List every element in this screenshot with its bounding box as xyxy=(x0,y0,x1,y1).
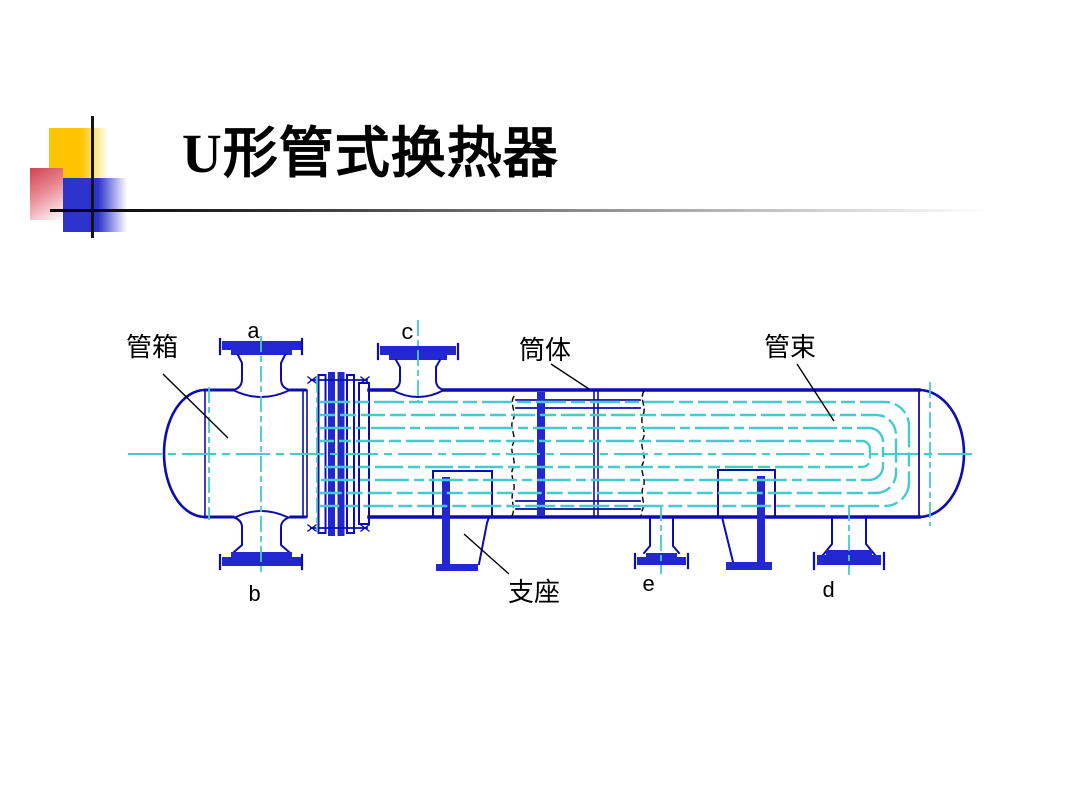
leader-tube-bundle xyxy=(796,363,835,422)
centerlines xyxy=(128,320,974,575)
leader-support xyxy=(463,533,510,575)
diagram-labels: 管箱 筒体 管束 支座 a c b e d xyxy=(126,320,835,608)
shell-break-section xyxy=(515,391,641,517)
shell-body xyxy=(367,388,921,519)
decor-blue-square xyxy=(63,178,127,232)
label-nozzle-e: e xyxy=(642,573,655,598)
label-tube-box: 管箱 xyxy=(126,332,178,362)
label-support: 支座 xyxy=(508,577,560,607)
label-tube-bundle: 管束 xyxy=(764,332,816,362)
label-nozzle-d: d xyxy=(822,579,835,604)
break-lines xyxy=(511,390,645,518)
leader-shell xyxy=(550,363,590,390)
u-tube-3 xyxy=(320,426,885,482)
label-nozzle-c: c xyxy=(401,321,414,346)
slide-title: U形管式换热器 xyxy=(182,123,559,184)
leader-lines xyxy=(162,363,835,575)
label-nozzle-b: b xyxy=(248,583,261,608)
decor-vertical-line xyxy=(91,116,94,238)
label-nozzle-a: a xyxy=(247,320,260,345)
label-shell: 筒体 xyxy=(519,335,571,365)
support-saddle-left xyxy=(432,470,493,571)
decor-horizontal-rule xyxy=(50,209,990,212)
support-saddle-right xyxy=(717,469,776,570)
leader-tube-box xyxy=(162,373,229,439)
